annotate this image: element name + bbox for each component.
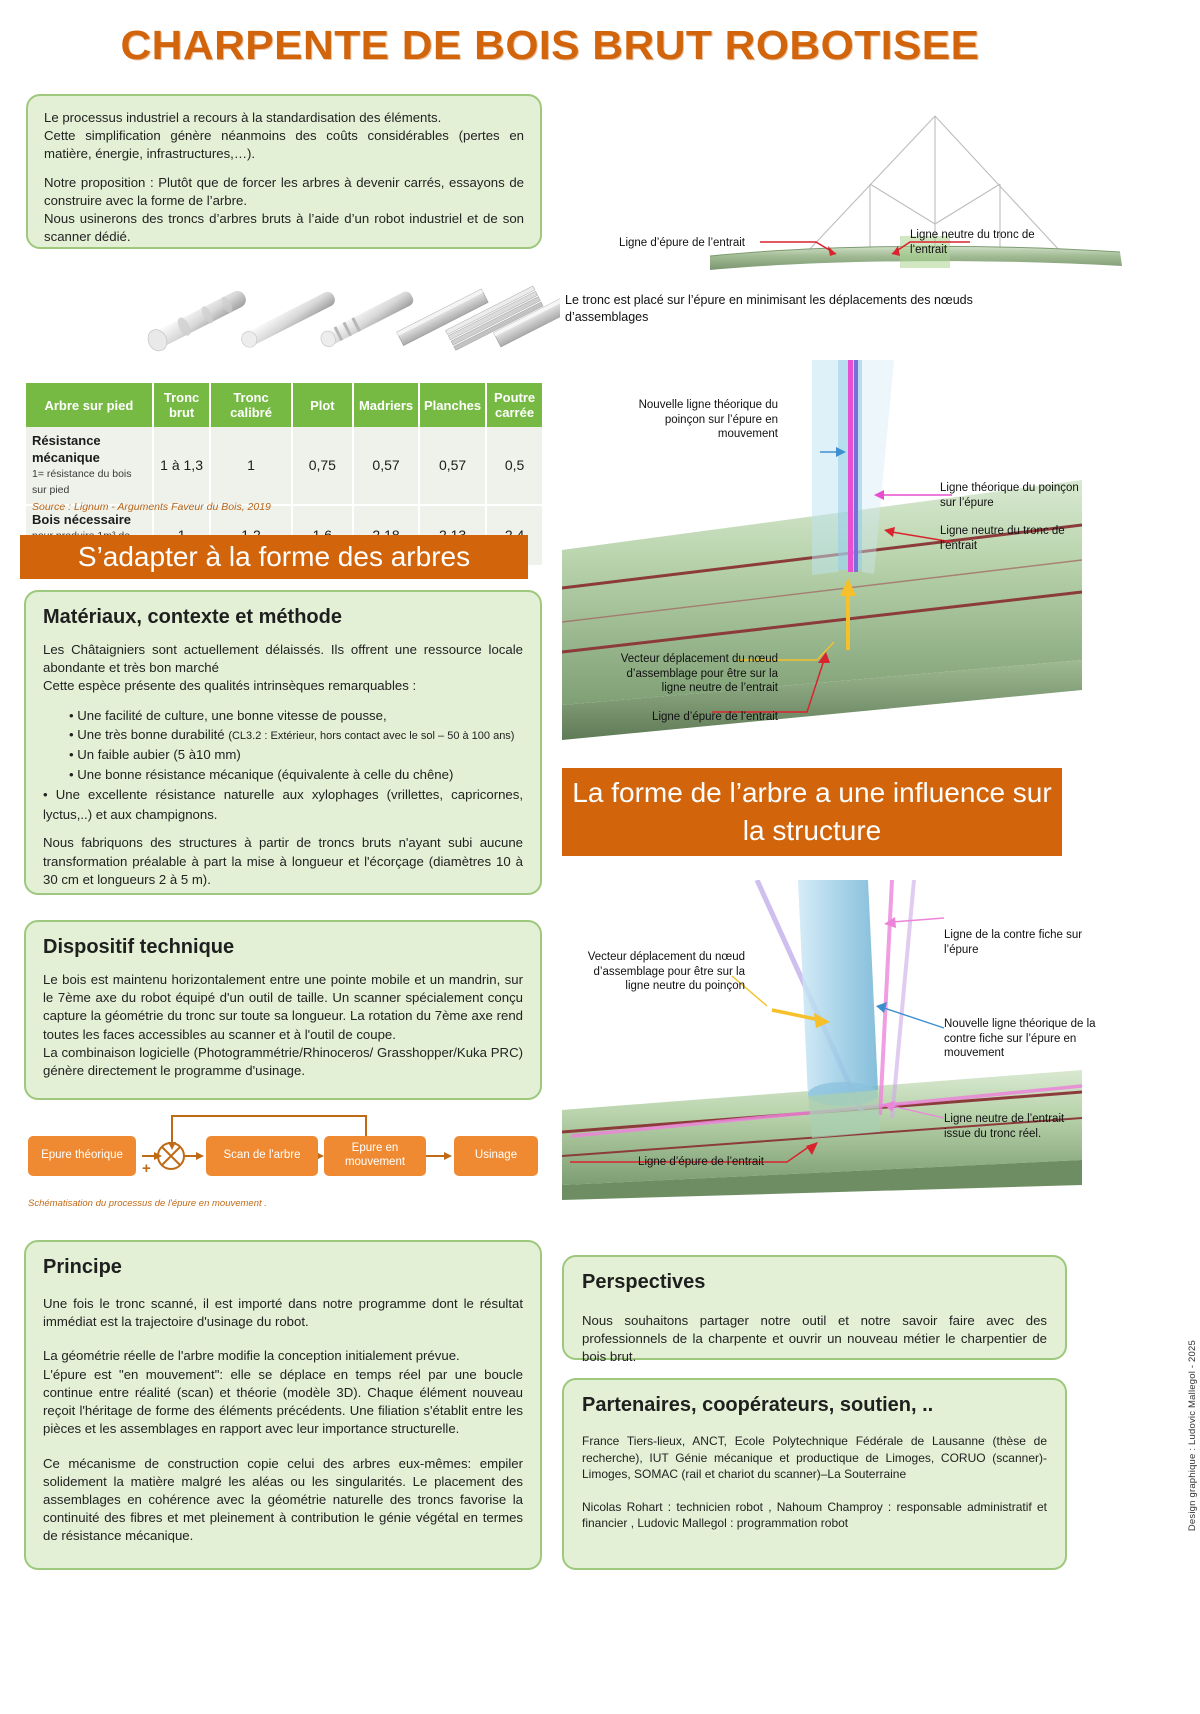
fig3-annotation-vecteur: Vecteur déplacement du nœud d’assemblage…: [587, 951, 745, 993]
figure-contre-fiche-detail: [562, 880, 1082, 1200]
dispositif-p1: Le bois est maintenu horizontalement ent…: [43, 972, 523, 1042]
table-header-cell: Arbre sur pied: [26, 383, 154, 427]
figure-poincon-detail: [562, 360, 1082, 750]
materiaux-p1: Les Châtaigniers sont actuellement délai…: [43, 642, 523, 676]
list-item: Une excellente résistance naturelle aux …: [43, 785, 523, 825]
fig2-annotation-vecteur: Vecteur déplacement du nœud d’assemblage…: [620, 653, 778, 695]
row-label-bold: Résistance mécanique: [32, 433, 101, 465]
fig1-caption: Le tronc est placé sur l’épure en minimi…: [565, 293, 973, 324]
table-cell: 0,57: [419, 427, 488, 506]
table-cell: 1 à 1,3: [152, 427, 212, 506]
principe-card: Principe Une fois le tronc scanné, il es…: [24, 1240, 542, 1570]
principe-heading: Principe: [43, 1256, 122, 1278]
table-header-cell: Poutre carrée: [486, 383, 542, 427]
materiaux-card: Matériaux, contexte et méthode Les Châta…: [24, 590, 542, 895]
fig3-annotation-nouvelle-ligne: Nouvelle ligne théorique de la contre fi…: [944, 1018, 1096, 1060]
intro-line-4: Nous usinerons des troncs d’arbres bruts…: [44, 211, 524, 245]
table-cell: 1: [210, 427, 293, 506]
list-item: Une bonne résistance mécanique (équivale…: [69, 765, 523, 785]
dispositif-heading: Dispositif technique: [43, 936, 235, 958]
partenaires-p1: France Tiers-lieux, ANCT, Ecole Polytech…: [582, 1434, 1047, 1482]
dispositif-card: Dispositif technique Le bois est mainten…: [24, 920, 542, 1100]
design-credit: Design graphique : Ludovic Mallegol - 20…: [1187, 1340, 1198, 1532]
fig3-annotation-ligne-neutre: Ligne neutre de l’entrait issue du tronc…: [944, 1113, 1065, 1140]
flow-step-scan[interactable]: Scan de l'arbre: [206, 1136, 318, 1176]
table-header-row: Arbre sur pied Tronc brut Tronc calibré …: [26, 383, 542, 427]
perspectives-heading: Perspectives: [582, 1271, 706, 1293]
table-header-cell: Madriers: [353, 383, 421, 427]
wood-shapes-illustration: [140, 258, 560, 378]
fig2-annotation-ligne-neutre: Ligne neutre du tronc de l’entrait: [940, 525, 1065, 552]
partenaires-card: Partenaires, coopérateurs, soutien, .. F…: [562, 1378, 1067, 1570]
table-cell: 0,5: [486, 427, 542, 506]
principe-p2: La géométrie réelle de l'arbre modifie l…: [43, 1348, 460, 1364]
intro-line-2: Cette simplification génère néanmoins de…: [44, 128, 524, 162]
principe-p3: L'épure est "en mouvement": elle se dépl…: [43, 1366, 523, 1437]
flow-plus-sign: +: [142, 1160, 151, 1177]
list-item: Une très bonne durabilité (CL3.2 : Extér…: [69, 725, 523, 745]
list-item: Une facilité de culture, une bonne vites…: [69, 706, 523, 726]
bullet-main: Une très bonne durabilité: [77, 727, 229, 743]
table-cell: 0,57: [353, 427, 421, 506]
materiaux-p3: Nous fabriquons des structures à partir …: [43, 835, 523, 887]
flow-caption: Schématisation du processus de l'épure e…: [28, 1198, 267, 1209]
perspectives-p1: Nous souhaitons partager notre outil et …: [582, 1313, 1047, 1365]
perspectives-card: Perspectives Nous souhaitons partager no…: [562, 1255, 1067, 1364]
principe-p1: Une fois le tronc scanné, il est importé…: [43, 1296, 523, 1330]
dispositif-p2: La combinaison logicielle (Photogrammétr…: [43, 1044, 523, 1079]
row-label-small: 1= résistance du bois sur pied: [32, 468, 132, 496]
materiaux-bullet-list: Une facilité de culture, une bonne vites…: [43, 706, 523, 825]
principe-p4: Ce mécanisme de construction copie celui…: [43, 1455, 523, 1544]
row-label-bold: Bois nécessaire: [32, 511, 132, 527]
fig2-annotation-ligne-theorique: Ligne théorique du poinçon sur l’épure: [940, 482, 1079, 509]
section-banner-forme: La forme de l’arbre a une influence sur …: [562, 768, 1062, 856]
figure-truss-on-trunk: [560, 96, 1180, 286]
fig2-annotation-nouvelle-ligne: Nouvelle ligne théorique du poinçon sur …: [638, 399, 778, 441]
fig1-annotation-ligne-neutre: Ligne neutre du tronc de l’entrait: [910, 229, 1035, 256]
bullet-note: (CL3.2 : Extérieur, hors contact avec le…: [228, 730, 515, 743]
table-header-cell: Tronc calibré: [210, 383, 293, 427]
materiaux-heading: Matériaux, contexte et méthode: [43, 606, 342, 628]
fig3-annotation-epure: Ligne d’épure de l’entrait: [638, 1156, 764, 1168]
table-header-cell: Plot: [291, 383, 355, 427]
fig2-annotation-epure: Ligne d’épure de l’entrait: [652, 711, 778, 723]
flow-step-usinage[interactable]: Usinage: [454, 1136, 538, 1176]
page-title: CHARPENTE DE BOIS BRUT ROBOTISEE: [120, 22, 980, 68]
fig1-annotation-epure: Ligne d’épure de l’entrait: [619, 237, 745, 249]
intro-card: Le processus industriel a recours à la s…: [26, 94, 542, 249]
section-banner-adapter: S’adapter à la forme des arbres: [20, 535, 528, 579]
intro-line-1: Le processus industriel a recours à la s…: [44, 110, 442, 125]
flow-step-epure-theorique[interactable]: Epure théorique: [28, 1136, 136, 1176]
partenaires-p2: Nicolas Rohart : technicien robot , Naho…: [582, 1499, 1047, 1531]
table-header-cell: Tronc brut: [152, 383, 212, 427]
table-source: Source : Lignum - Arguments Faveur du Bo…: [32, 501, 271, 513]
table-header-cell: Planches: [419, 383, 488, 427]
table-row: Résistance mécanique 1= résistance du bo…: [26, 427, 542, 506]
table-cell: 0,75: [291, 427, 355, 506]
intro-line-3: Notre proposition : Plutôt que de forcer…: [44, 174, 524, 208]
fig3-annotation-contre-fiche: Ligne de la contre fiche sur l’épure: [944, 929, 1083, 956]
list-item: Un faible aubier (5 à10 mm): [69, 745, 523, 765]
table-row-label: Résistance mécanique 1= résistance du bo…: [26, 427, 154, 506]
flow-diagram: Epure théorique + Scan de l'arbre Epure …: [24, 1108, 542, 1198]
materiaux-p2: Cette espèce présente des qualités intri…: [43, 678, 417, 694]
partenaires-heading: Partenaires, coopérateurs, soutien, ..: [582, 1394, 934, 1416]
flow-step-epure-mouvement[interactable]: Epure en mouvement: [324, 1136, 426, 1176]
